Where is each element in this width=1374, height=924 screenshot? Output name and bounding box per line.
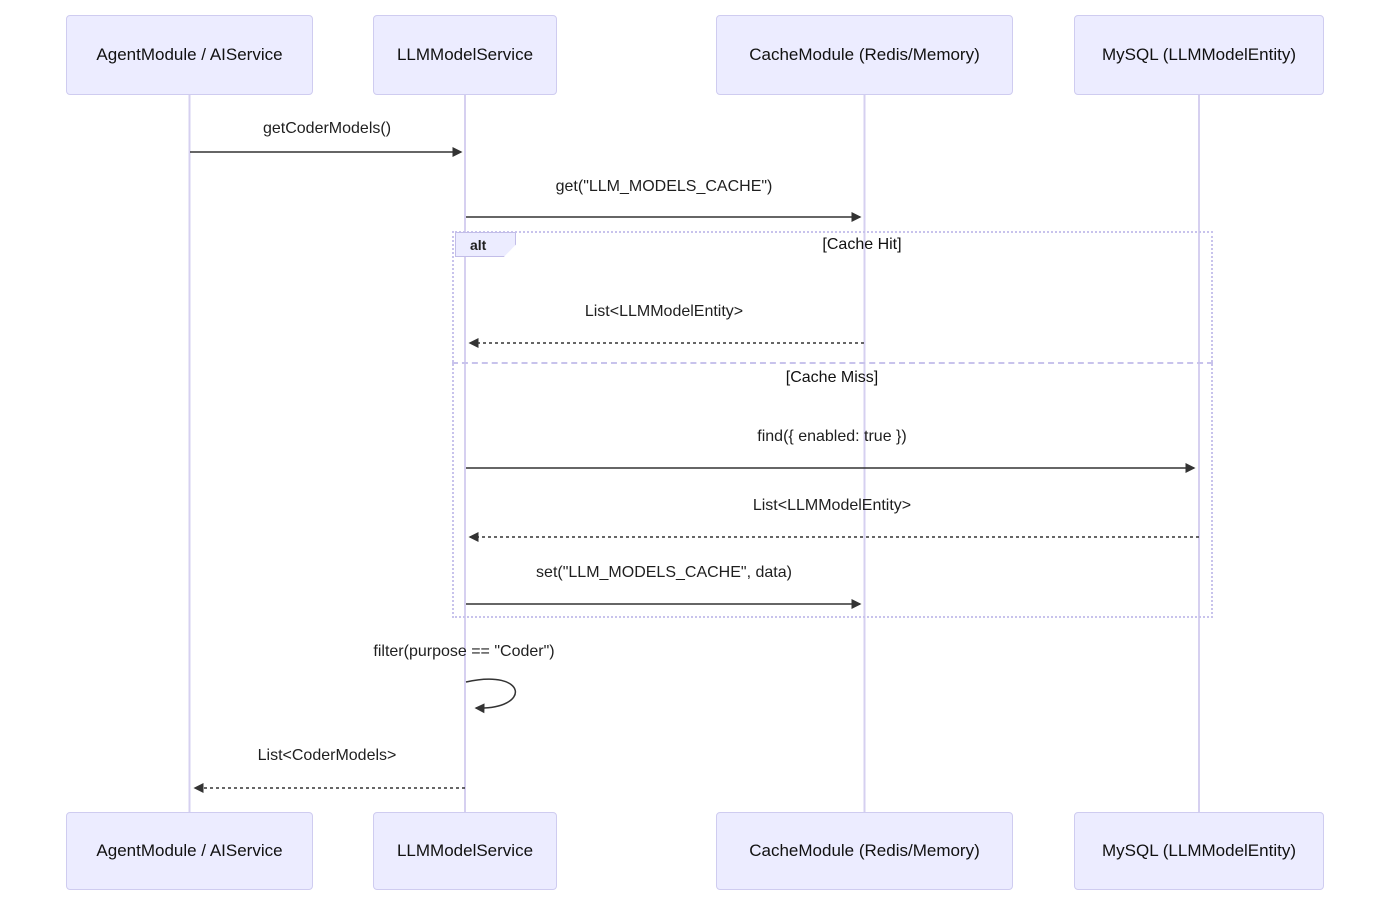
participant-label: AgentModule / AIService bbox=[96, 841, 283, 860]
message-label-set-cache: set("LLM_MODELS_CACHE", data) bbox=[536, 564, 792, 581]
participant-label: CacheModule (Redis/Memory) bbox=[749, 45, 980, 64]
participant-label: MySQL (LLMModelEntity) bbox=[1102, 841, 1296, 860]
participant-top-cachemodule: CacheModule (Redis/Memory) bbox=[716, 15, 1013, 95]
message-label-filter-self: filter(purpose == "Coder") bbox=[373, 643, 555, 660]
participant-top-llmmodelservice: LLMModelService bbox=[373, 15, 557, 95]
participant-bottom-agentmodule: AgentModule / AIService bbox=[66, 812, 313, 890]
alt-else-divider bbox=[452, 362, 1213, 364]
message-label-return-cache-hit: List<LLMModelEntity> bbox=[584, 303, 744, 320]
participant-bottom-cachemodule: CacheModule (Redis/Memory) bbox=[716, 812, 1013, 890]
alt-branch-label-cache-miss: [Cache Miss] bbox=[785, 369, 879, 386]
participant-top-agentmodule: AgentModule / AIService bbox=[66, 15, 313, 95]
participant-label: LLMModelService bbox=[396, 45, 534, 64]
participant-label: LLMModelService bbox=[396, 841, 534, 860]
message-label-find-enabled: find({ enabled: true }) bbox=[757, 428, 907, 445]
alt-branch-label-cache-hit: [Cache Hit] bbox=[822, 236, 902, 253]
message-label-getcodermodels: getCoderModels() bbox=[262, 120, 392, 137]
message-label-get-cache: get("LLM_MODELS_CACHE") bbox=[555, 178, 773, 195]
participant-bottom-llmmodelservice: LLMModelService bbox=[373, 812, 557, 890]
message-label-return-codermodels: List<CoderModels> bbox=[257, 747, 397, 764]
arrow-self-filter bbox=[465, 678, 517, 714]
participant-top-mysql: MySQL (LLMModelEntity) bbox=[1074, 15, 1324, 95]
alt-operator-label: alt bbox=[455, 232, 516, 257]
message-label-return-db: List<LLMModelEntity> bbox=[752, 497, 912, 514]
participant-label: AgentModule / AIService bbox=[96, 45, 283, 64]
participant-label: MySQL (LLMModelEntity) bbox=[1102, 45, 1296, 64]
participant-bottom-mysql: MySQL (LLMModelEntity) bbox=[1074, 812, 1324, 890]
participant-label: CacheModule (Redis/Memory) bbox=[749, 841, 980, 860]
